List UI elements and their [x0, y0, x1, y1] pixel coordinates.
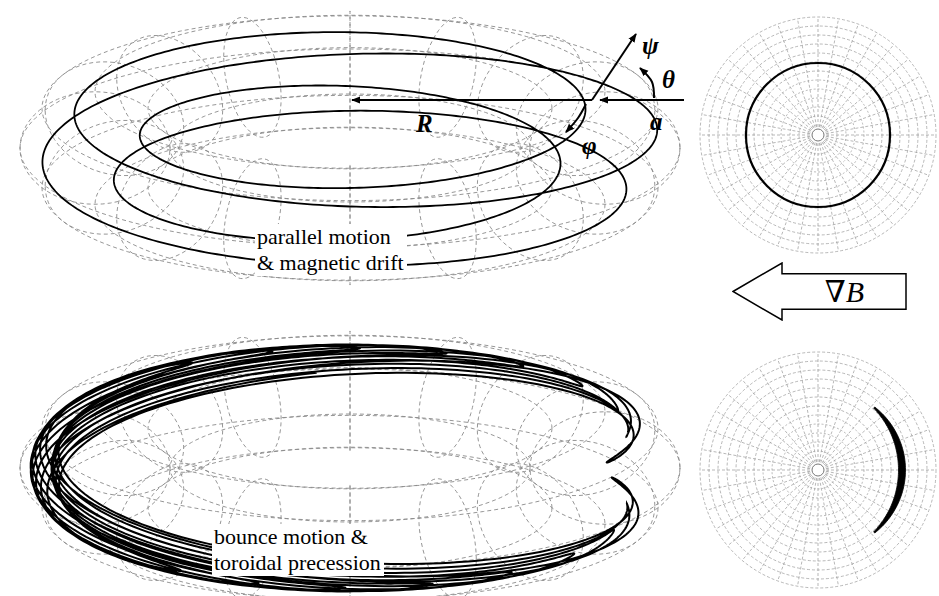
torus-wireframe: [20, 49, 680, 247]
torus-wireframe: [477, 35, 583, 152]
torus-wireframe: [350, 11, 351, 132]
coordinate-symbol: R: [414, 110, 435, 138]
torus-wireframe: [148, 368, 552, 489]
polar-grid: [700, 17, 936, 253]
torus-wireframe: [95, 128, 605, 281]
torus-wireframe: [95, 15, 605, 168]
torus-wireframe: [117, 35, 223, 152]
coordinate-symbol: a: [648, 108, 665, 136]
torus-wireframe: [477, 144, 583, 261]
banana-orbit: [31, 345, 640, 592]
torus-wireframe: [42, 415, 658, 596]
coordinate-symbol: θ: [660, 66, 677, 94]
coordinate-symbol: φ: [580, 132, 599, 160]
torus-wireframe: [516, 440, 655, 554]
orbit-caption: bounce motion & toroidal precession: [212, 524, 384, 576]
theta-arrow: [640, 68, 654, 98]
psi-axis: [592, 34, 636, 100]
torus-wireframe: [516, 120, 655, 234]
orbit-caption: parallel motion & magnetic drift: [255, 224, 407, 276]
passing-orbit-section: [746, 63, 890, 207]
torus-wireframe: [148, 48, 552, 169]
gradient-label: ∇B: [825, 274, 864, 309]
coordinate-symbol: ψ: [640, 32, 661, 60]
torus-wireframe: [170, 414, 530, 522]
torus-wireframe: [117, 144, 223, 261]
arrow-outline: [732, 262, 907, 321]
torus-wireframe: [42, 16, 658, 201]
torus-wireframe: [224, 17, 281, 137]
polar-grid: [700, 352, 936, 588]
torus-wireframe: [95, 335, 605, 488]
gradient-arrow: ∇B: [732, 262, 907, 321]
phi-arrow: [566, 104, 586, 132]
major-radius-arrow: [352, 99, 592, 101]
arrow-outline-path: [733, 263, 906, 320]
torus-wireframe: [530, 412, 680, 525]
minor-radius-arrow: [600, 99, 684, 101]
banana-orbit-section: [874, 407, 906, 533]
